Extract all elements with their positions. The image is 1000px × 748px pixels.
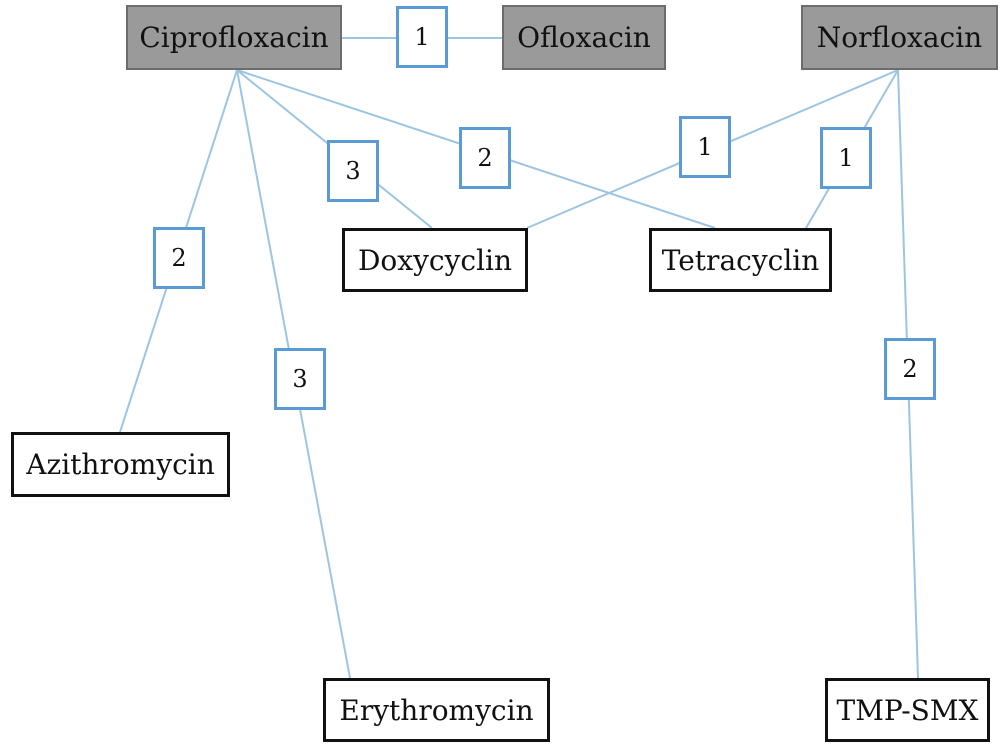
weight-norflox-doxy: 1 — [679, 116, 731, 178]
node-ciprofloxacin: Ciprofloxacin — [126, 5, 342, 70]
node-ofloxacin: Ofloxacin — [502, 5, 666, 70]
weight-cipro-erythro: 3 — [274, 348, 326, 410]
weight-cipro-tetra: 2 — [459, 127, 511, 189]
node-tetracyclin: Tetracyclin — [649, 228, 832, 292]
node-doxycyclin: Doxycyclin — [342, 228, 528, 292]
node-erythromycin: Erythromycin — [323, 678, 550, 742]
node-azithromycin: Azithromycin — [11, 432, 230, 497]
weight-norflox-tetra: 1 — [820, 127, 872, 189]
weight-norflox-tmpsmx: 2 — [884, 338, 936, 400]
node-norfloxacin: Norfloxacin — [801, 5, 998, 70]
weight-cipro-oflox: 1 — [396, 6, 448, 68]
node-tmp-smx: TMP-SMX — [825, 678, 990, 742]
weight-cipro-doxy: 3 — [327, 140, 379, 202]
weight-cipro-azithro: 2 — [153, 227, 205, 289]
